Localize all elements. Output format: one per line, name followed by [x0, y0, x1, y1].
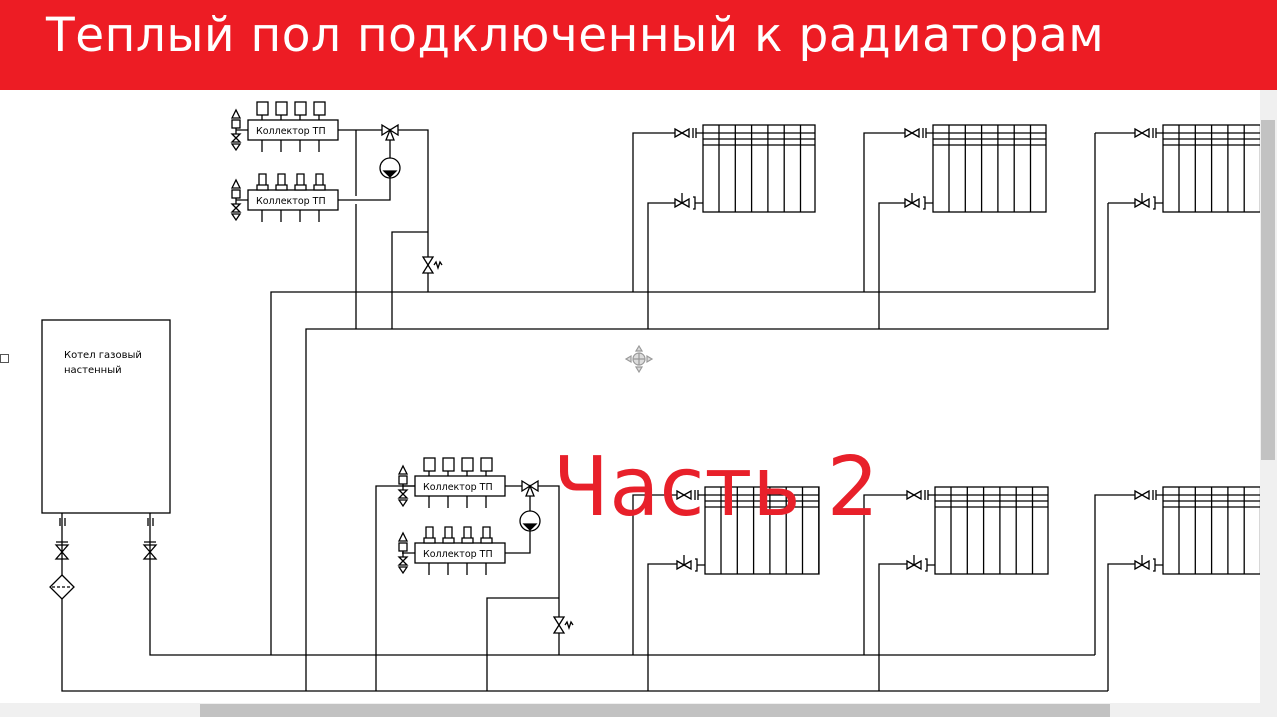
- drawing-canvas[interactable]: Котел газовый настенный: [0, 90, 1260, 703]
- collector-label: Коллектор ТП: [423, 549, 493, 560]
- pipes: [61, 129, 1135, 692]
- page-title: Теплый пол подключенный к радиаторам: [46, 8, 1105, 63]
- collector[interactable]: Коллектор ТП: [230, 101, 339, 152]
- pump-icon: [379, 157, 401, 179]
- radiator-return-valve-icon[interactable]: [1134, 555, 1163, 572]
- three-way-valve-icon: [521, 479, 539, 497]
- collector[interactable]: Коллектор ТП: [397, 457, 506, 508]
- boiler-label-2: настенный: [64, 365, 122, 376]
- radiator[interactable]: [674, 124, 816, 213]
- radiator-supply-valve-icon[interactable]: [676, 489, 705, 501]
- radiator-return-valve-icon[interactable]: [904, 193, 933, 210]
- boiler-label-1: Котел газовый: [64, 350, 142, 361]
- collector-label: Коллектор ТП: [256, 126, 326, 137]
- collector-label: Коллектор ТП: [256, 196, 326, 207]
- vertical-scrollbar[interactable]: [1260, 90, 1277, 703]
- radiator[interactable]: [1134, 486, 1260, 575]
- radiator-supply-valve-icon[interactable]: [904, 127, 933, 139]
- horizontal-scroll-thumb[interactable]: [200, 704, 1110, 717]
- boiler-valve-left: [54, 541, 70, 560]
- move-cross-icon[interactable]: [624, 344, 654, 374]
- part-label: Часть 2: [553, 440, 879, 535]
- pump-icon: [519, 510, 541, 532]
- collector[interactable]: Коллектор ТП: [397, 526, 506, 575]
- radiator[interactable]: [906, 486, 1049, 575]
- radiator-supply-valve-icon[interactable]: [1134, 489, 1163, 501]
- radiator-supply-valve-icon[interactable]: [1134, 127, 1163, 139]
- resize-handle-left[interactable]: [0, 354, 9, 363]
- radiator-supply-valve-icon[interactable]: [674, 127, 703, 139]
- horizontal-scrollbar[interactable]: [0, 703, 1277, 717]
- title-banner: Теплый пол подключенный к радиаторам: [0, 0, 1277, 90]
- boiler-valve-right: [142, 541, 158, 560]
- radiator-supply-valve-icon[interactable]: [906, 489, 935, 501]
- balancing-valve-icon: [552, 616, 574, 634]
- radiator[interactable]: [904, 124, 1047, 213]
- heating-schematic: Котел газовый настенный: [41, 101, 1260, 692]
- three-way-valve-icon: [381, 123, 399, 141]
- radiator-return-valve-icon[interactable]: [676, 555, 705, 572]
- radiator-return-valve-icon[interactable]: [674, 193, 703, 210]
- radiator-return-valve-icon[interactable]: [1134, 193, 1163, 210]
- fittings: [49, 123, 574, 634]
- radiator[interactable]: [676, 486, 820, 575]
- vertical-scroll-thumb[interactable]: [1261, 120, 1275, 460]
- balancing-valve-icon: [421, 256, 443, 274]
- boiler[interactable]: [41, 319, 171, 514]
- collector[interactable]: Коллектор ТП: [230, 173, 339, 222]
- radiator[interactable]: [1134, 124, 1260, 213]
- collector-label: Коллектор ТП: [423, 482, 493, 493]
- radiator-return-valve-icon[interactable]: [906, 555, 935, 572]
